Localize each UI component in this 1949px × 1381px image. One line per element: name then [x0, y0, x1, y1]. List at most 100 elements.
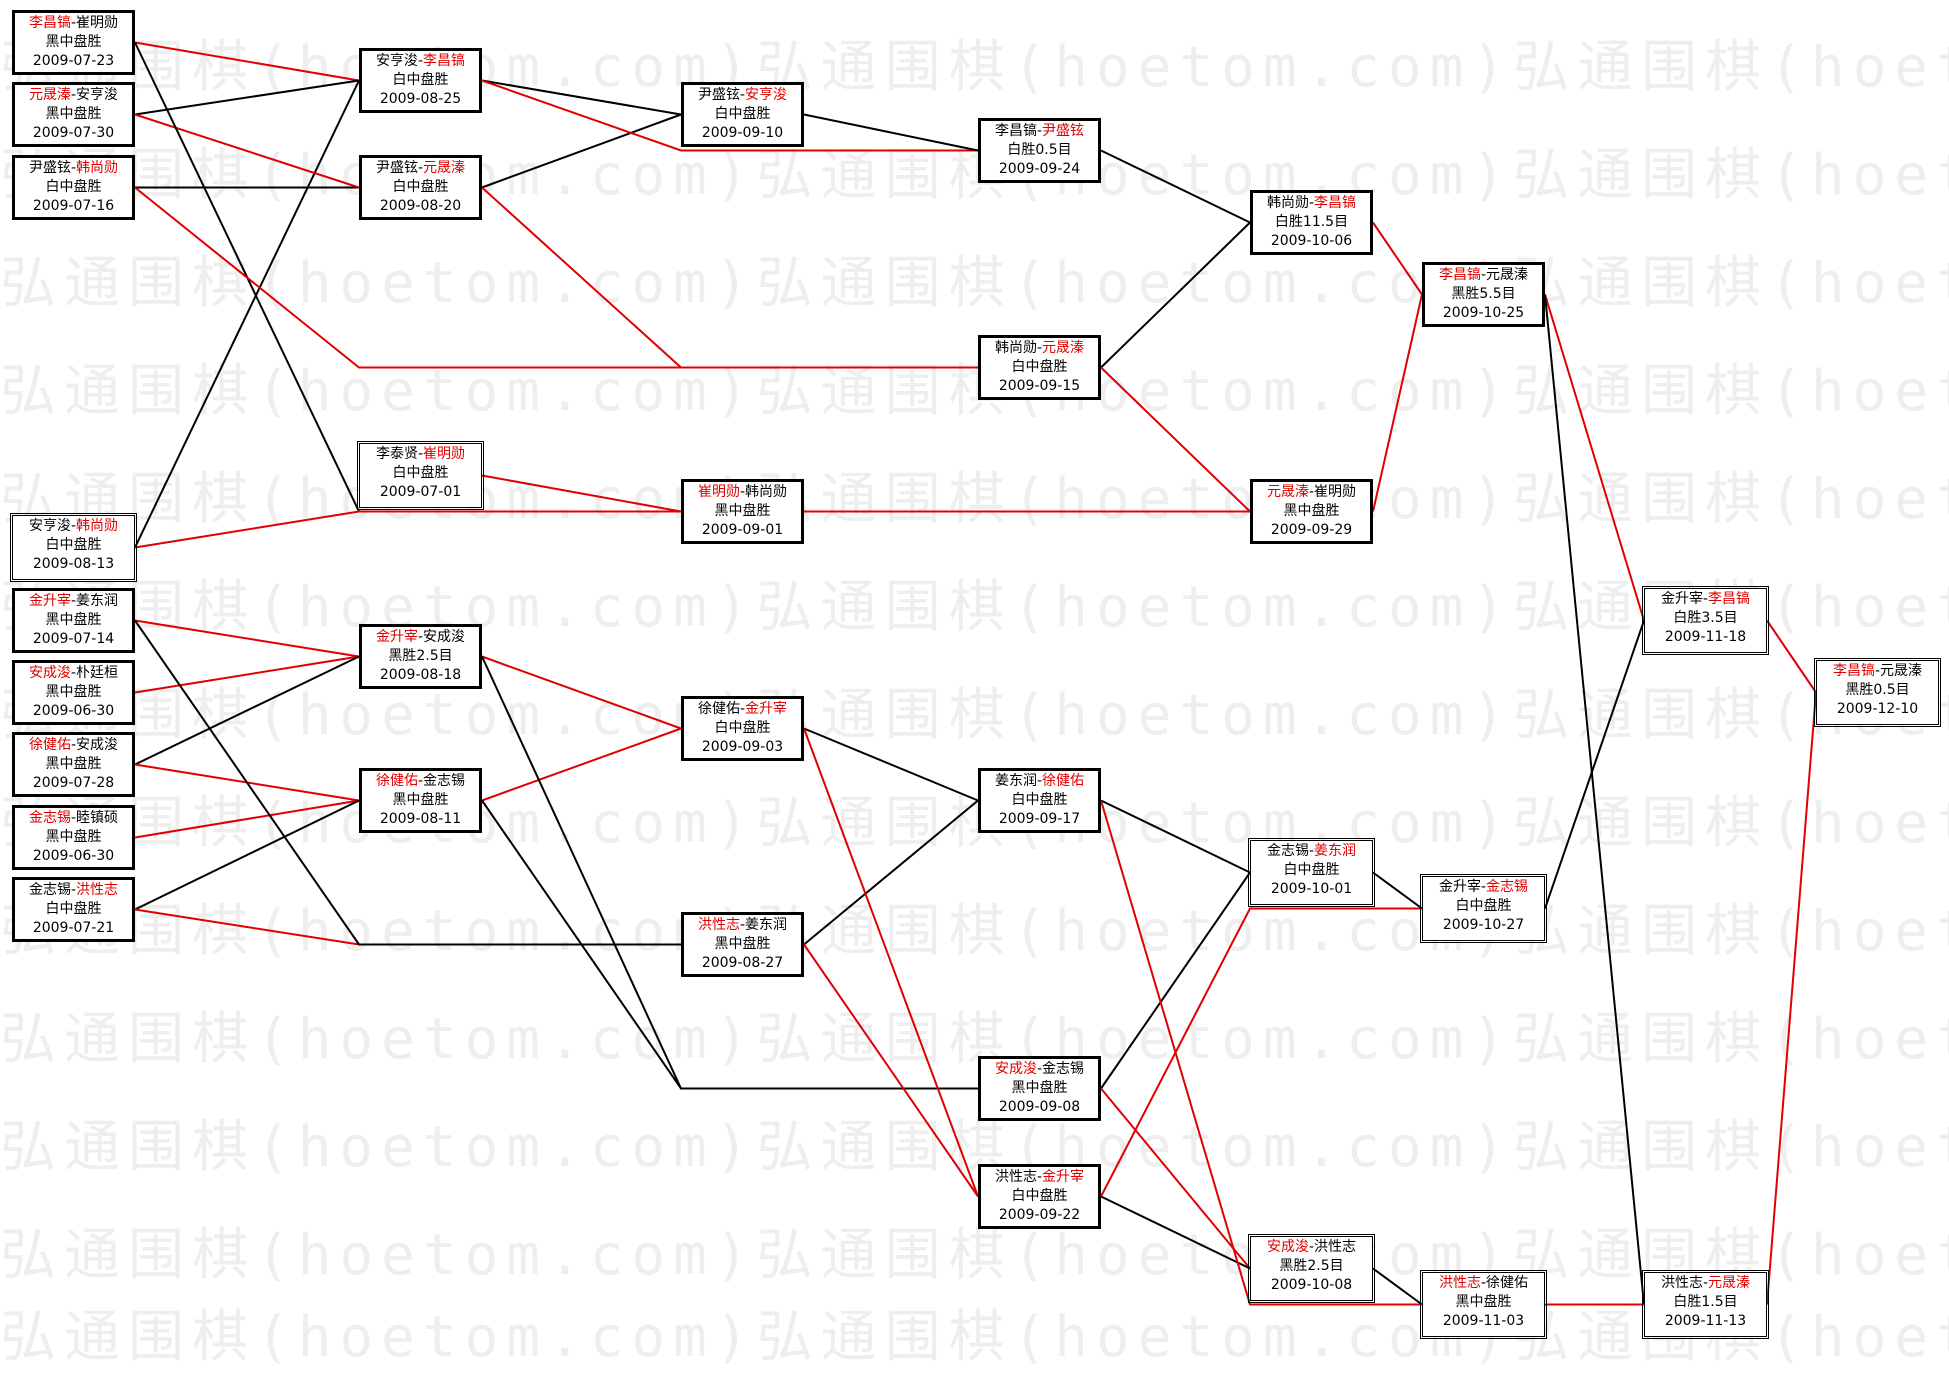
- player-black: 洪性志: [994, 1169, 1037, 1185]
- player-white: 尹盛铉: [1042, 123, 1085, 139]
- player-white: 李昌镐: [423, 53, 466, 69]
- connector-r1g-to-r2d: [134, 655, 360, 766]
- connector-r2d-to-r4d: [481, 656, 978, 1090]
- player-separator: -: [70, 593, 77, 609]
- match-result: 黑中盘胜: [714, 936, 771, 952]
- match-players: 韩尚勋-李昌镐: [1253, 194, 1370, 213]
- connector-r2e-to-r3c: [481, 727, 682, 802]
- match-players: 洪性志-元晟溱: [1645, 1274, 1766, 1293]
- player-separator: -: [417, 160, 424, 176]
- connector-r3c-to-r4c: [803, 727, 979, 802]
- player-black: 徐健佑: [375, 773, 418, 789]
- connector-r6a-to-r7a: [1544, 294, 1645, 621]
- connector-r4d-to-r5d: [1100, 1087, 1251, 1270]
- match-result: 黑胜0.5目: [1845, 682, 1910, 698]
- match-date: 2009-10-27: [1442, 917, 1525, 933]
- match-date: 2009-10-08: [1270, 1277, 1353, 1293]
- player-black: 安成浚: [994, 1061, 1037, 1077]
- player-separator: -: [1702, 1275, 1709, 1291]
- match-date: 2009-07-14: [32, 631, 115, 647]
- match-result: 黑中盘胜: [392, 792, 449, 808]
- match-result: 白中盘胜: [392, 465, 449, 481]
- match-players: 姜东润-徐健佑: [981, 772, 1098, 791]
- player-white: 朴廷桓: [76, 665, 119, 681]
- match-result: 白中盘胜: [1011, 1188, 1068, 1204]
- match-result: 白中盘胜: [714, 106, 771, 122]
- match-players: 元晟溱-崔明勋: [1253, 483, 1370, 502]
- player-white: 徐健佑: [1486, 1275, 1529, 1291]
- match-result: 黑中盘胜: [1283, 503, 1340, 519]
- player-white: 安成浚: [76, 737, 119, 753]
- connector-r3d-to-r4e: [803, 943, 979, 1198]
- player-black: 金志锡: [1266, 843, 1309, 859]
- player-separator: -: [417, 446, 424, 462]
- player-separator: -: [70, 160, 77, 176]
- connector-r2a-to-r3a: [481, 79, 682, 116]
- match-date: 2009-08-27: [701, 955, 784, 971]
- match-result: 白中盘胜: [1283, 862, 1340, 878]
- match-result: 黑中盘胜: [45, 106, 102, 122]
- player-separator: -: [1036, 123, 1043, 139]
- match-box-r2c: 李泰贤-崔明勋白中盘胜 2009-07-01: [357, 441, 484, 510]
- player-separator: -: [70, 665, 77, 681]
- player-separator: -: [1480, 879, 1487, 895]
- connector-r1a-to-r2a: [134, 41, 360, 82]
- player-separator: -: [70, 87, 77, 103]
- match-players: 安成浚-金志锡: [981, 1060, 1098, 1079]
- connector-r4a-to-r5a: [1100, 149, 1251, 224]
- player-black: 金升宰: [1660, 591, 1703, 607]
- connector-r3a-to-r4a: [803, 113, 979, 152]
- match-players: 金升宰-安成浚: [362, 628, 479, 647]
- match-result: 白中盘胜: [1455, 898, 1512, 914]
- player-black: 尹盛铉: [28, 160, 71, 176]
- match-date: 2009-08-11: [379, 811, 462, 827]
- player-black: 李昌镐: [28, 15, 71, 31]
- player-white: 元晟溱: [1708, 1275, 1751, 1291]
- player-white: 崔明勋: [76, 15, 119, 31]
- match-players: 徐健佑-金志锡: [362, 772, 479, 791]
- player-white: 姜东润: [745, 917, 788, 933]
- connector-r2a-to-r4a: [481, 79, 978, 152]
- connector-r1i-to-r3d: [134, 908, 681, 946]
- player-separator: -: [70, 737, 77, 753]
- player-white: 金志锡: [1486, 879, 1529, 895]
- player-white: 姜东润: [1314, 843, 1357, 859]
- connector-r3c-to-r4e: [803, 728, 979, 1197]
- match-date: 2009-08-18: [379, 667, 462, 683]
- match-result: 白中盘胜: [1011, 792, 1068, 808]
- connector-r6a-to-r7b: [1544, 294, 1645, 1305]
- match-players: 韩尚勋-元晟溱: [981, 339, 1098, 358]
- match-date: 2009-07-01: [379, 484, 462, 500]
- player-separator: -: [1036, 340, 1043, 356]
- match-result: 黑中盘胜: [1455, 1294, 1512, 1310]
- match-players: 李昌镐-元晟溱: [1817, 662, 1938, 681]
- match-date: 2009-06-30: [32, 848, 115, 864]
- player-separator: -: [70, 518, 77, 534]
- match-players: 安成浚-洪性志: [1251, 1238, 1372, 1257]
- player-white: 崔明勋: [1314, 484, 1357, 500]
- player-white: 徐健佑: [1042, 773, 1085, 789]
- match-players: 洪性志-姜东润: [684, 916, 801, 935]
- player-white: 安亨浚: [76, 87, 119, 103]
- match-players: 李泰贤-崔明勋: [360, 445, 481, 464]
- connector-r4b-to-r5b: [1100, 366, 1251, 513]
- match-date: 2009-11-13: [1664, 1313, 1747, 1329]
- connector-r6b-to-r7a: [1544, 620, 1645, 909]
- match-result: 黑胜5.5目: [1451, 286, 1516, 302]
